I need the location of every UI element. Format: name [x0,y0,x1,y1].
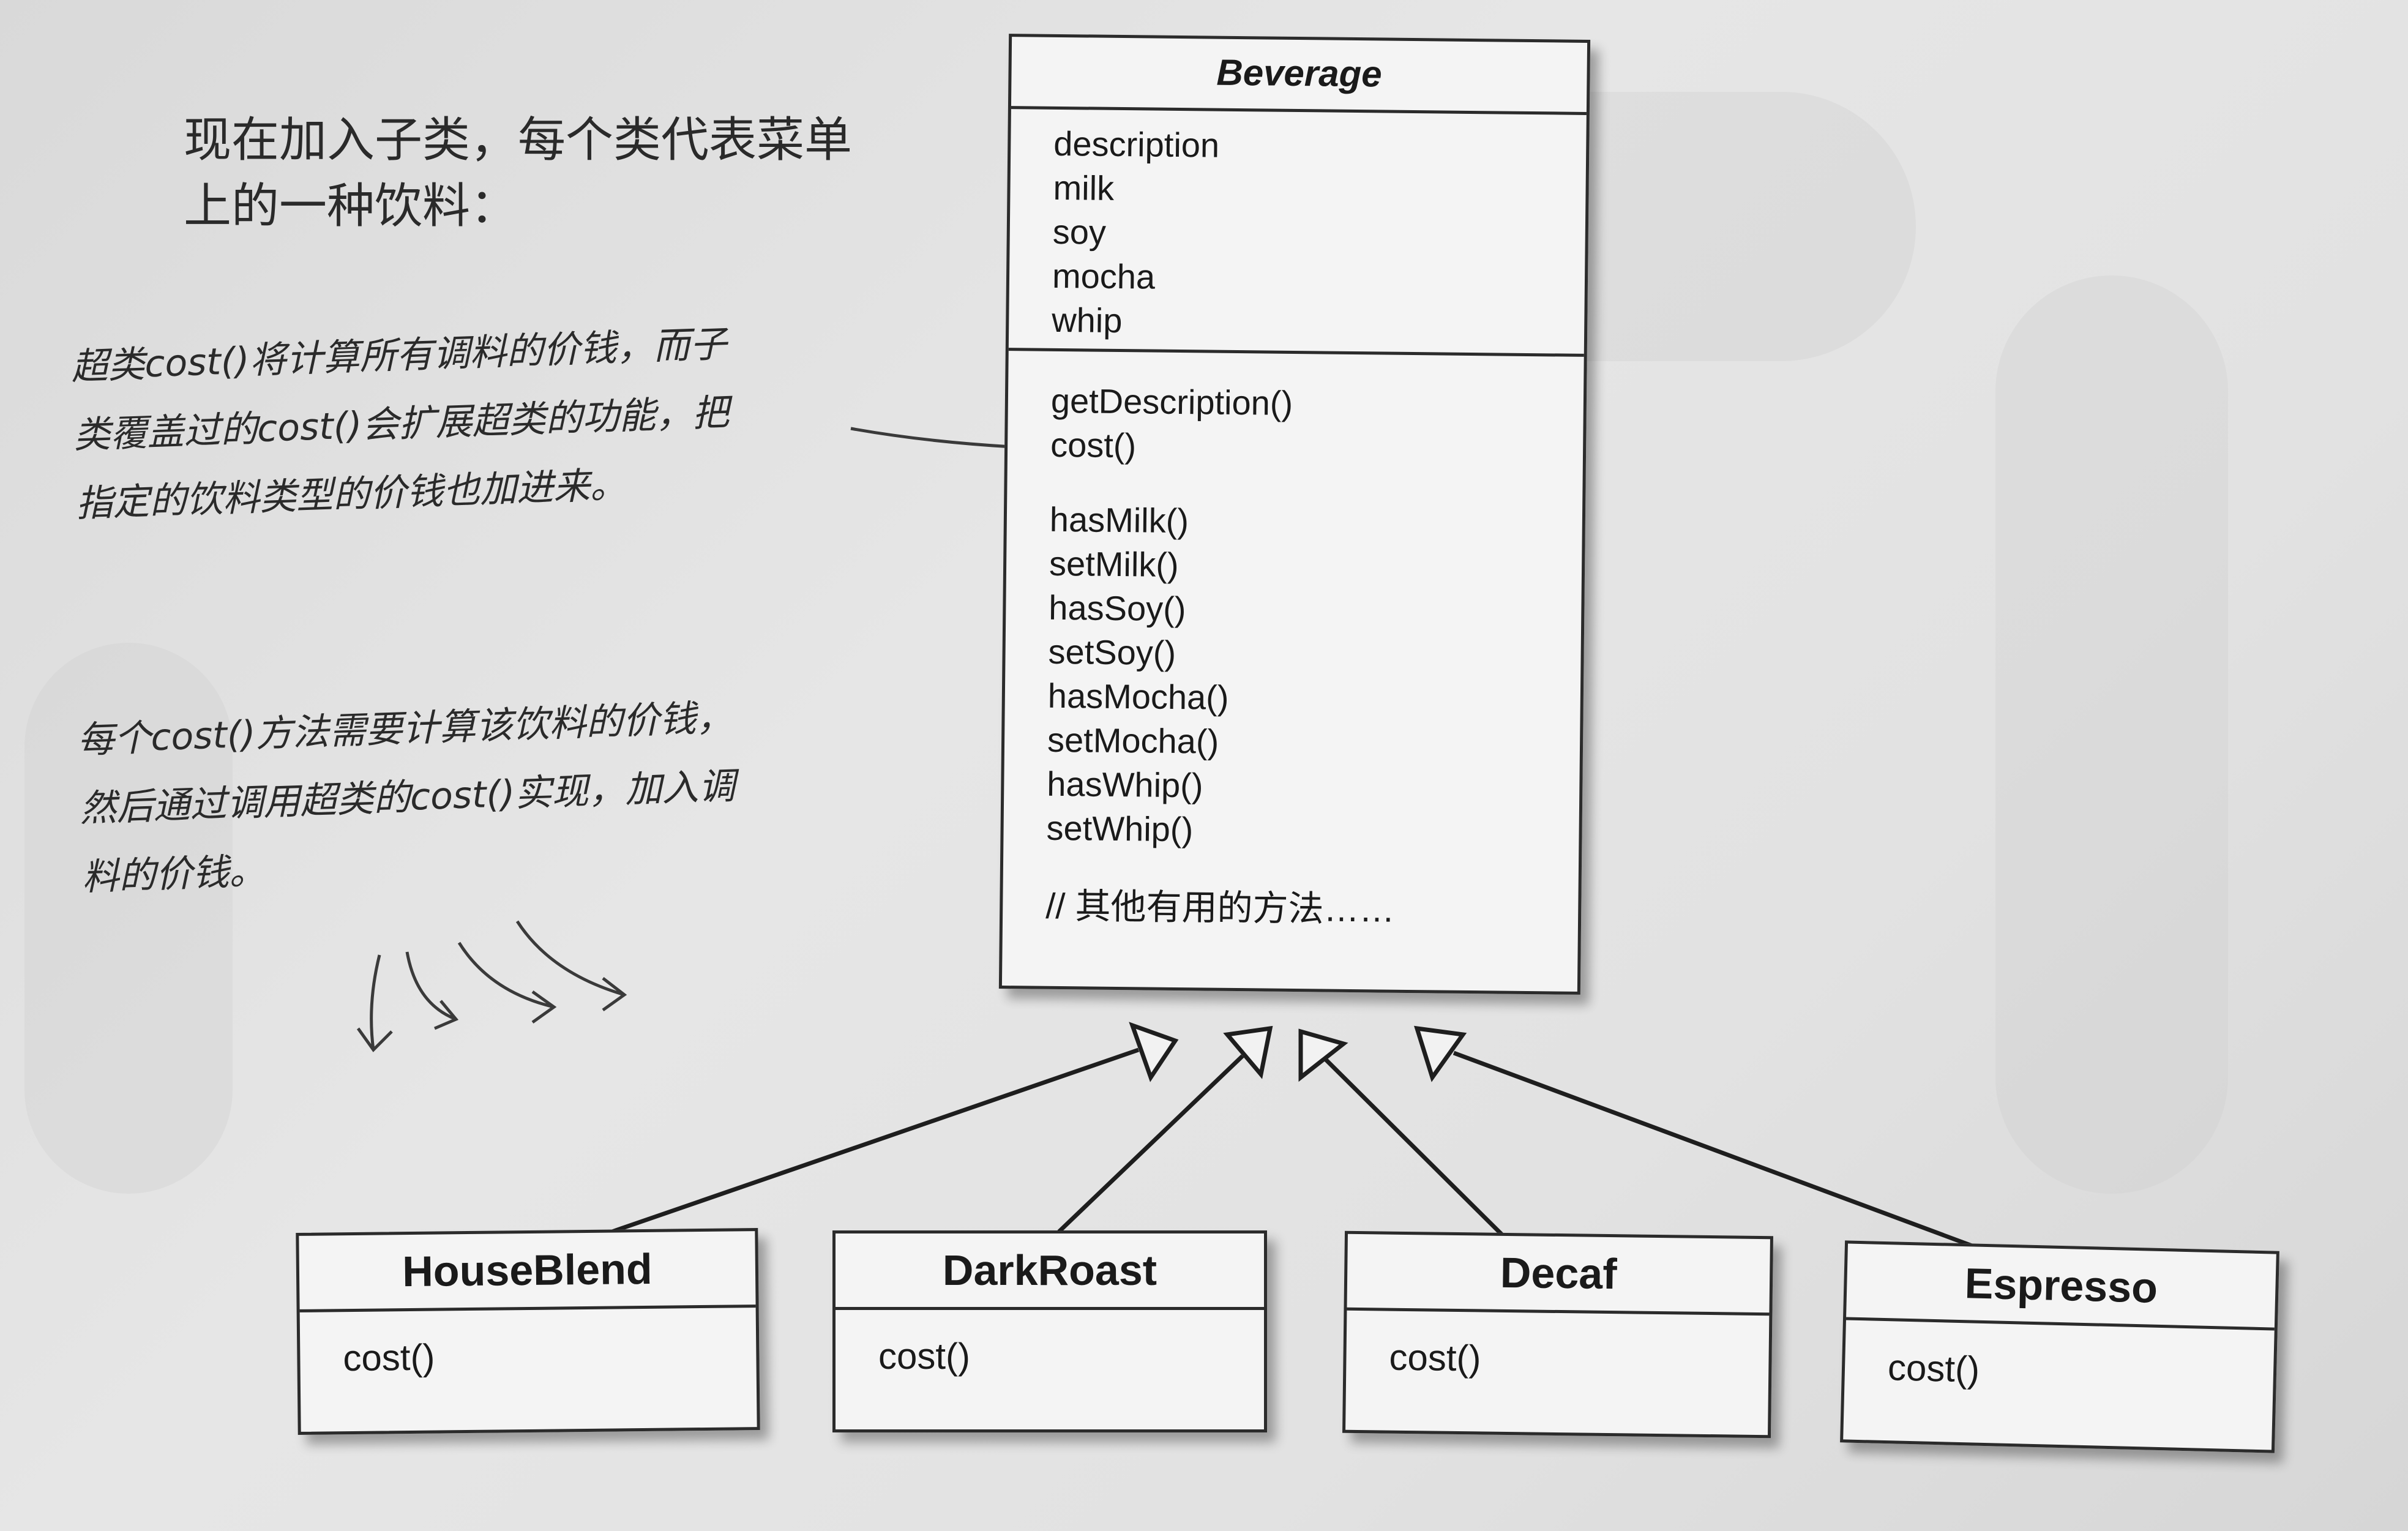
inheritance-houseblend [611,1022,1179,1234]
squiggle-arrow-4 [515,920,627,1012]
method-hasmilk: hasMilk() [1049,500,1189,541]
class-name-espresso: Espresso [1845,1243,2276,1331]
class-name-houseblend: HouseBlend [299,1231,756,1312]
class-name-beverage: Beverage [1011,37,1588,115]
espresso-cost-method: cost() [1887,1347,1980,1390]
attribute-whip: whip [1051,300,1123,340]
method-haswhip: hasWhip() [1047,764,1203,805]
class-name-darkroast: DarkRoast [836,1233,1264,1310]
attribute-description: description [1053,124,1220,165]
beverage-class-box: Beverage description milk soy mocha whip… [998,34,1591,995]
background-figure-left [24,643,233,1194]
inheritance-decaf [1298,1028,1505,1237]
attribute-milk: milk [1053,168,1115,208]
squiggle-arrow-3 [457,941,557,1024]
intro-caption: 现在加入子类，每个类代表菜单 上的一种饮料： [184,113,853,234]
attribute-mocha: mocha [1052,256,1156,296]
method-hasmocha: hasMocha() [1047,676,1229,717]
decaf-cost-method: cost() [1389,1336,1481,1379]
inheritance-darkroast [1057,1025,1273,1233]
inheritance-espresso [1414,1025,1981,1251]
squiggle-arrow-2 [405,951,459,1030]
class-name-decaf: Decaf [1347,1233,1770,1316]
attribute-soy: soy [1052,212,1107,252]
method-getdescription: getDescription() [1050,381,1293,422]
method-cost: cost() [1050,425,1137,465]
method-setmilk: setMilk() [1049,544,1179,585]
houseblend-cost-method: cost() [343,1336,435,1379]
darkroast-cost-method: cost() [878,1336,970,1377]
method-setmocha: setMocha() [1047,720,1219,761]
squiggle-arrow-1 [356,954,393,1052]
method-group-gap [1050,467,1582,503]
method-setsoy: setSoy() [1048,632,1176,672]
decaf-class-box: Decaf cost() [1342,1230,1773,1439]
background-figure-right [1995,275,2228,1194]
method-setwhip: setWhip() [1046,808,1194,849]
beverage-attributes: description milk soy mocha whip [1008,109,1587,357]
method-hassoy: hasSoy() [1049,588,1186,629]
darkroast-class-box: DarkRoast cost() [832,1230,1267,1432]
houseblend-class-box: HouseBlend cost() [296,1228,760,1435]
other-methods-comment: // 其他有用的方法…… [1045,886,1395,930]
beverage-methods: getDescription() cost() hasMilk() setMil… [1003,351,1584,935]
espresso-class-box: Espresso cost() [1840,1240,2279,1453]
